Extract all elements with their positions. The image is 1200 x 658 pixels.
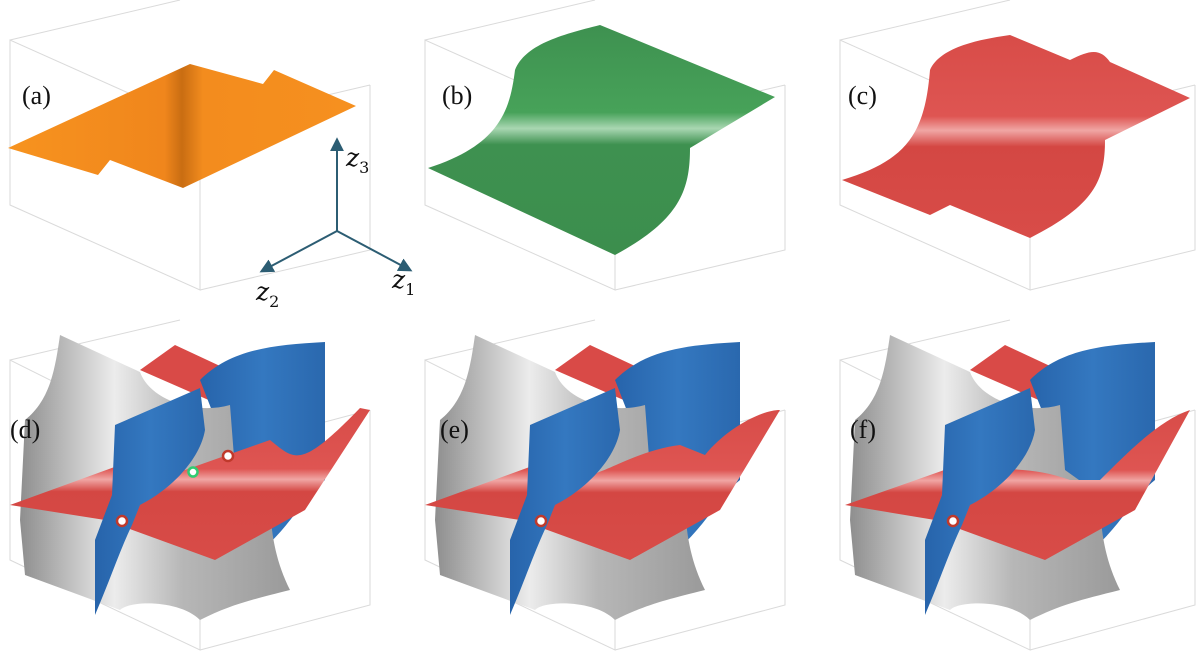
- panel-label-e: (e): [440, 415, 469, 444]
- marker-red: [115, 514, 129, 528]
- axis-label-z1: z1: [391, 265, 415, 299]
- blue-surface-front: [510, 388, 620, 615]
- panel-c: (c): [839, 0, 1196, 291]
- red-surface-front: [845, 410, 1190, 560]
- blue-surface-front: [95, 388, 205, 615]
- blue-surface-front: [925, 388, 1035, 615]
- panel-a: (a): [8, 0, 371, 291]
- orange-surface: [8, 64, 356, 188]
- panel-label-b: (b): [442, 81, 472, 110]
- marker-red: [946, 514, 960, 528]
- red-surface-front: [10, 408, 370, 560]
- panel-f: (f): [839, 319, 1196, 651]
- axis-label-z2: z2: [255, 277, 279, 311]
- panel-label-a: (a): [22, 81, 51, 110]
- axis-label-z3: z3: [345, 143, 369, 177]
- panel-label-c: (c): [848, 81, 877, 110]
- panel-label-f: (f): [850, 415, 876, 444]
- marker-red: [534, 514, 548, 528]
- red-surface: [842, 35, 1190, 238]
- panel-label-d: (d): [10, 415, 40, 444]
- red-surface-front: [425, 410, 780, 560]
- panel-e: (e): [424, 319, 786, 651]
- marker-red: [221, 449, 235, 463]
- marker-green: [187, 466, 199, 478]
- axis-triad: z3 z2 z1: [255, 137, 415, 311]
- panel-d: (d): [9, 319, 371, 651]
- panel-b: (b): [424, 0, 786, 291]
- green-surface: [428, 25, 775, 255]
